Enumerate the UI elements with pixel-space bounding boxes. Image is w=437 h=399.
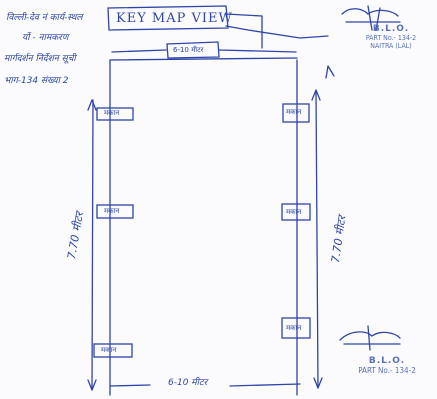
building-label-right-mid: मकान (286, 208, 302, 216)
building-left-mid (96, 204, 134, 219)
road-bottom-label: 6-10 मीटर (168, 378, 208, 388)
building-right-bottom (281, 317, 311, 339)
building-left-bottom (93, 343, 133, 358)
title-box (107, 5, 229, 31)
note-line-3: मार्गदर्शन निर्देशन सूची (4, 54, 76, 64)
stamp-bottom-part: PART No.- 134-2 (358, 366, 416, 375)
building-right-mid (281, 203, 311, 221)
blo-stamp-bottom: B.L.O. PART No.- 134-2 (340, 356, 434, 375)
blo-stamp-top: B.L.O. PART No.- 134-2 NAITRA (LAL) (346, 24, 436, 50)
page-title: KEY MAP VIEW (116, 11, 233, 26)
building-left-top (96, 107, 134, 121)
building-label-left-mid: मकान (104, 207, 120, 215)
stamp-bottom-blo: B.L.O. (368, 356, 406, 366)
stamp-top-blo: B.L.O. (372, 24, 410, 34)
building-label-right-top: मकान (286, 108, 302, 116)
stamp-top-part: PART No.- 134-2 (365, 34, 417, 42)
building-right-top (282, 103, 310, 123)
note-line-4: भाग-134 संख्या 2 (4, 76, 69, 86)
top-road-line (109, 57, 298, 61)
road-label-box (166, 41, 220, 59)
road-top-label: 6-10 मीटर (173, 46, 204, 54)
note-line-2: यों - नामकरण (22, 33, 69, 43)
stamp-top-place: NAITRA (LAL) (370, 42, 412, 50)
building-label-left-top: मकान (104, 109, 120, 117)
building-label-left-bottom: मकान (101, 346, 117, 354)
note-line-1: विल्ली-देव नं कार्य-स्थल (6, 13, 83, 23)
building-label-right-bottom: मकान (286, 324, 302, 332)
